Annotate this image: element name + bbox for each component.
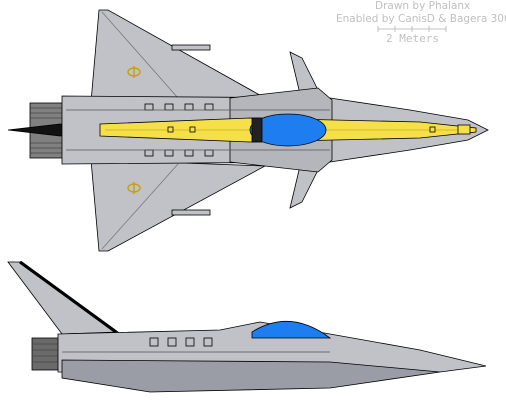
lower-wing [90,159,267,252]
insignia-lower-icon [127,182,141,194]
side-engine [31,337,63,371]
canopy-side [251,321,332,339]
credit-enabled-by: Enabled by CanisD & Bagera 3005 [336,13,506,25]
side-view [7,260,487,393]
scale-bar [377,26,447,32]
tail-fin [7,261,120,335]
lower-canard [289,165,321,209]
cockpit-frame [251,117,263,143]
top-view [7,9,489,252]
upper-canard [289,51,321,95]
upper-wing-pod [171,44,211,51]
lower-wing-pod [171,209,211,216]
credit-drawn-by: Drawn by Phalanx [375,0,470,12]
belly [61,359,441,393]
canopy-top [249,113,327,147]
scale-label: 2 Meters [386,32,439,45]
upper-wing [90,9,267,103]
insignia-upper-icon [127,66,141,78]
